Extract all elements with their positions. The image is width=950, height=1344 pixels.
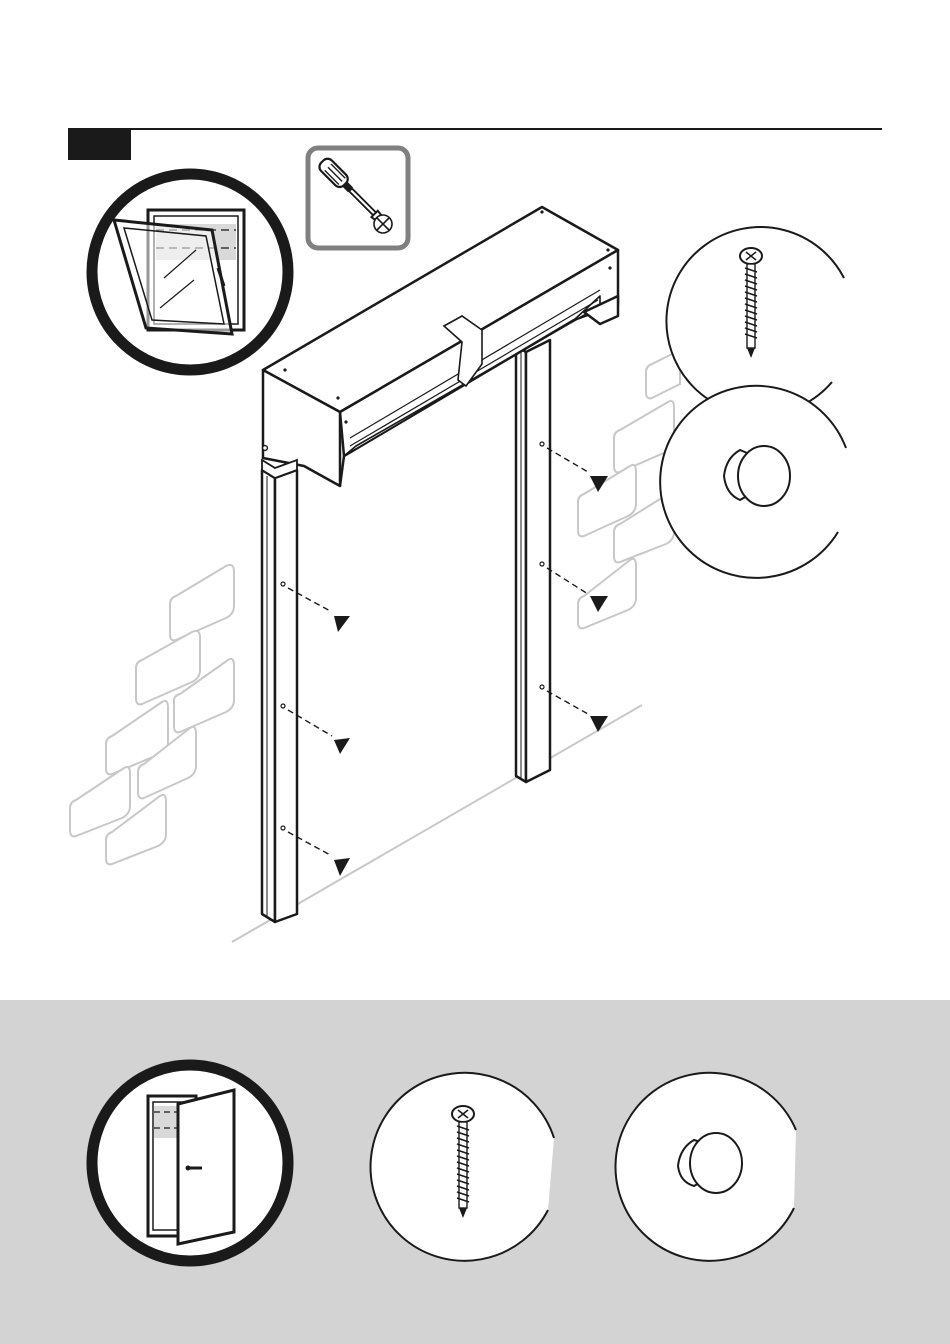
screw-callout-bottom <box>366 1066 566 1266</box>
right-guide-rail <box>516 340 550 782</box>
plug-callout <box>654 384 854 584</box>
wall-plug-icon <box>724 446 790 506</box>
door-icon <box>84 1056 299 1271</box>
screw-markers <box>281 442 608 876</box>
shutter-box <box>263 207 618 486</box>
left-guide-rail <box>262 470 297 922</box>
brick-wall-left <box>70 565 234 865</box>
plug-callout-bottom <box>608 1070 808 1270</box>
screw-callout <box>652 208 852 408</box>
